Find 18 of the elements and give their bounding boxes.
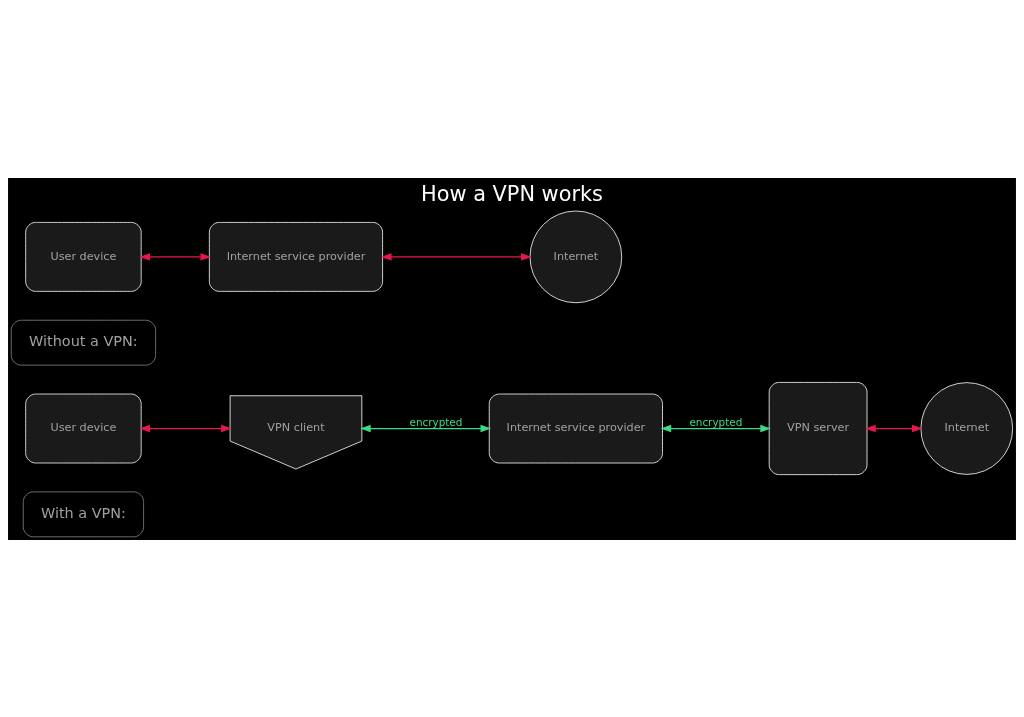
node-circle: Internet [920, 381, 1014, 475]
arrow [865, 424, 923, 432]
edge-label: encrypted [409, 415, 463, 428]
node-box: Internet service provider [208, 221, 383, 292]
diagram-title: How a VPN works [421, 181, 603, 206]
node-box: User device [25, 221, 142, 292]
edge-label: encrypted [689, 415, 743, 428]
node-box: User device [25, 393, 142, 463]
arrow [660, 424, 771, 432]
node-box: VPN server [768, 381, 868, 475]
node-circle: Internet [529, 210, 623, 303]
node-box: Without a VPN: [10, 319, 156, 366]
arrow [139, 424, 232, 432]
node-box: With a VPN: [22, 491, 144, 537]
node-box: Internet service provider [488, 393, 663, 463]
arrow [360, 424, 492, 432]
arrow [139, 252, 212, 261]
arrow [381, 252, 532, 261]
